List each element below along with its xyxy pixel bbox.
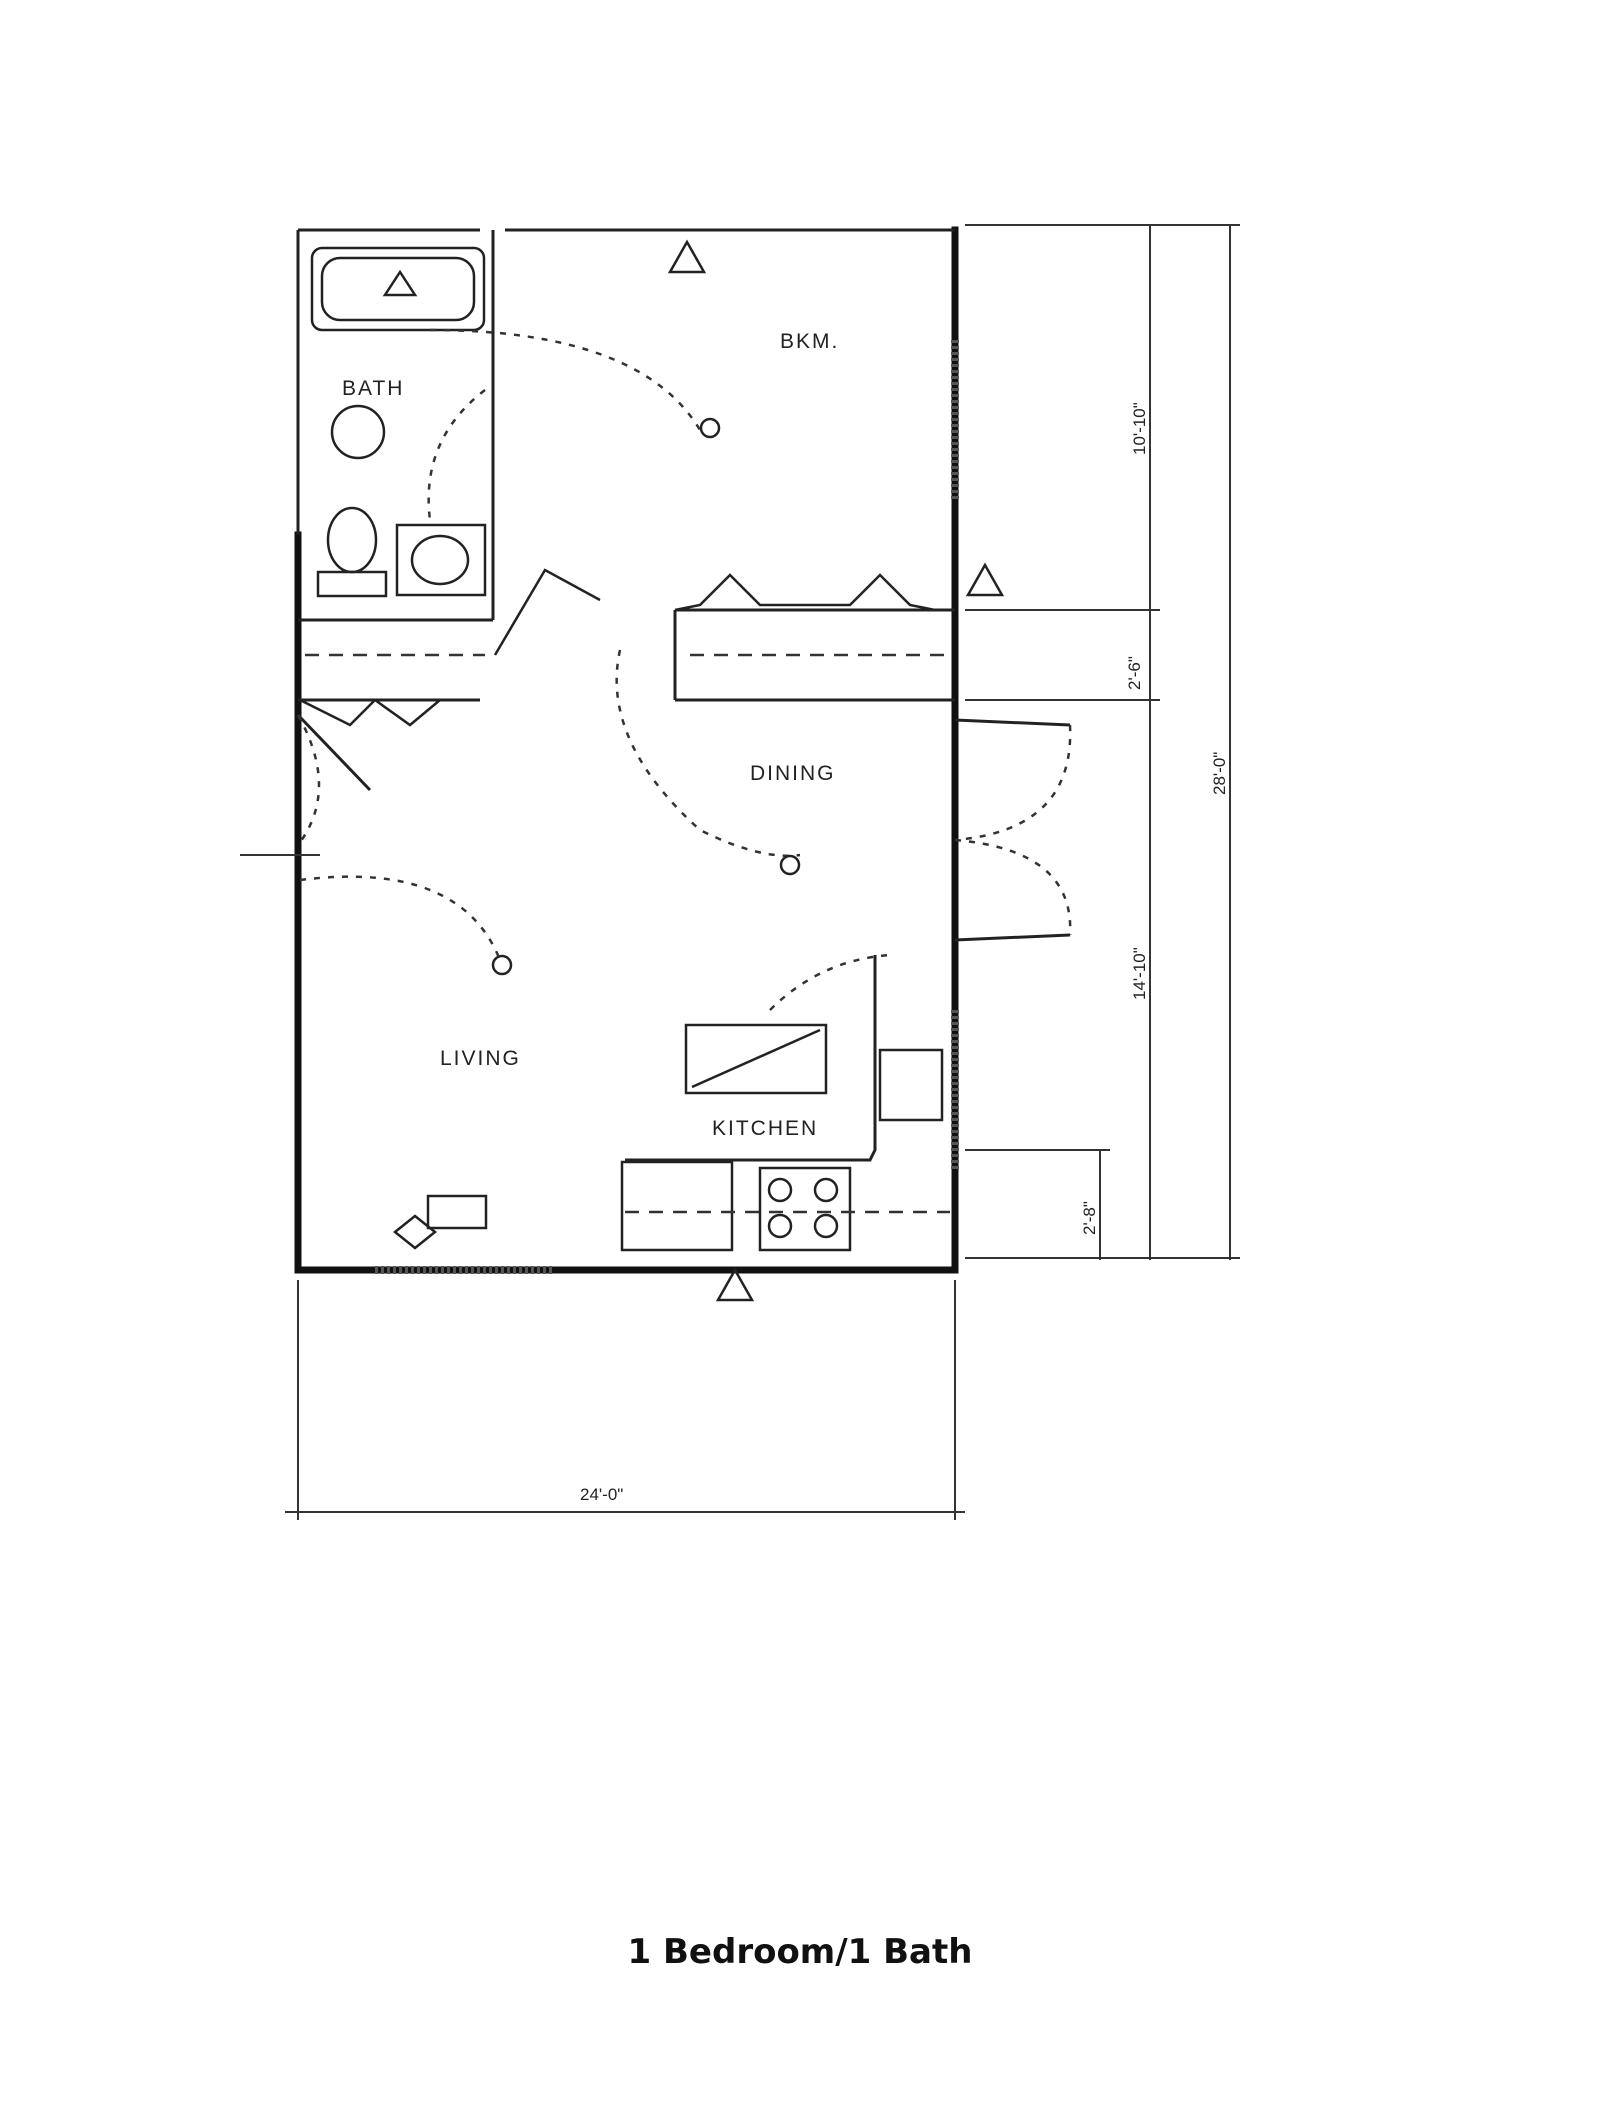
room-label-kitchen: KITCHEN bbox=[712, 1117, 818, 1140]
exterior-wall bbox=[294, 226, 959, 1274]
room-label-bath: BATH bbox=[342, 377, 404, 400]
patio-door-leaf-top bbox=[954, 718, 1071, 727]
room-label-bedroom: BKM. bbox=[780, 330, 839, 353]
entry-door-leaf bbox=[296, 713, 372, 792]
marker-triangle bbox=[667, 239, 707, 274]
toilet-tank bbox=[316, 570, 388, 598]
range-burner-3 bbox=[813, 1177, 839, 1203]
closet-bifold-door bbox=[299, 698, 478, 727]
living-light-swing bbox=[299, 875, 502, 961]
bedroom-light-swing bbox=[429, 328, 702, 431]
dim-label-closet-depth: 2'-6" bbox=[1125, 656, 1144, 690]
range-burner-1 bbox=[767, 1177, 793, 1203]
dim-label-overall-depth: 28'-0" bbox=[1210, 752, 1229, 795]
thermostat-symbol bbox=[392, 1214, 438, 1250]
bedroom-door-swing bbox=[615, 649, 801, 857]
patio-door-swing-top bbox=[954, 724, 1072, 842]
range-burner-2 bbox=[767, 1213, 793, 1239]
refrigerator bbox=[620, 1160, 734, 1252]
bedroom-closet-bifold bbox=[674, 573, 936, 612]
bath-sink-basin bbox=[410, 534, 470, 586]
bathtub-basin bbox=[320, 256, 476, 322]
range-burner-4 bbox=[813, 1213, 839, 1239]
entry-door-swing bbox=[296, 714, 321, 846]
kitchen-island-diagonal bbox=[691, 1028, 821, 1089]
dim-label-living-depth: 14'-10" bbox=[1130, 947, 1149, 1000]
patio-door-leaf-bottom bbox=[954, 933, 1071, 942]
bedroom-door bbox=[493, 568, 601, 656]
range bbox=[758, 1166, 852, 1252]
toilet-bowl bbox=[326, 506, 378, 574]
dim-label-bedroom-depth: 10'-10" bbox=[1130, 402, 1149, 455]
kitchen-island bbox=[684, 1023, 828, 1095]
patio-door-swing-bottom bbox=[954, 838, 1072, 936]
marker-triangle bbox=[715, 1267, 755, 1302]
dim-label-overall-width: 24'-0" bbox=[580, 1485, 623, 1504]
living-light-fixture bbox=[491, 954, 513, 976]
bath-door-swing bbox=[427, 389, 486, 521]
dim-label-kitchen-depth: 2'-8" bbox=[1080, 1201, 1099, 1235]
dining-light-fixture bbox=[779, 854, 801, 876]
room-label-dining: DINING bbox=[750, 762, 836, 785]
bedroom-light-fixture bbox=[699, 417, 721, 439]
bathtub bbox=[310, 246, 486, 332]
bath-sink bbox=[395, 523, 487, 597]
room-label-living: LIVING bbox=[440, 1047, 521, 1070]
marker-triangle bbox=[382, 269, 418, 297]
plan-caption: 1 Bedroom/1 Bath bbox=[627, 1932, 973, 1972]
kitchen-door-swing bbox=[769, 953, 891, 1011]
exhaust-fan-symbol bbox=[330, 404, 386, 460]
marker-triangle bbox=[965, 562, 1005, 597]
kitchen-counter-edge bbox=[625, 955, 877, 1162]
kitchen-sink bbox=[878, 1048, 944, 1122]
electric-panel bbox=[426, 1194, 488, 1230]
